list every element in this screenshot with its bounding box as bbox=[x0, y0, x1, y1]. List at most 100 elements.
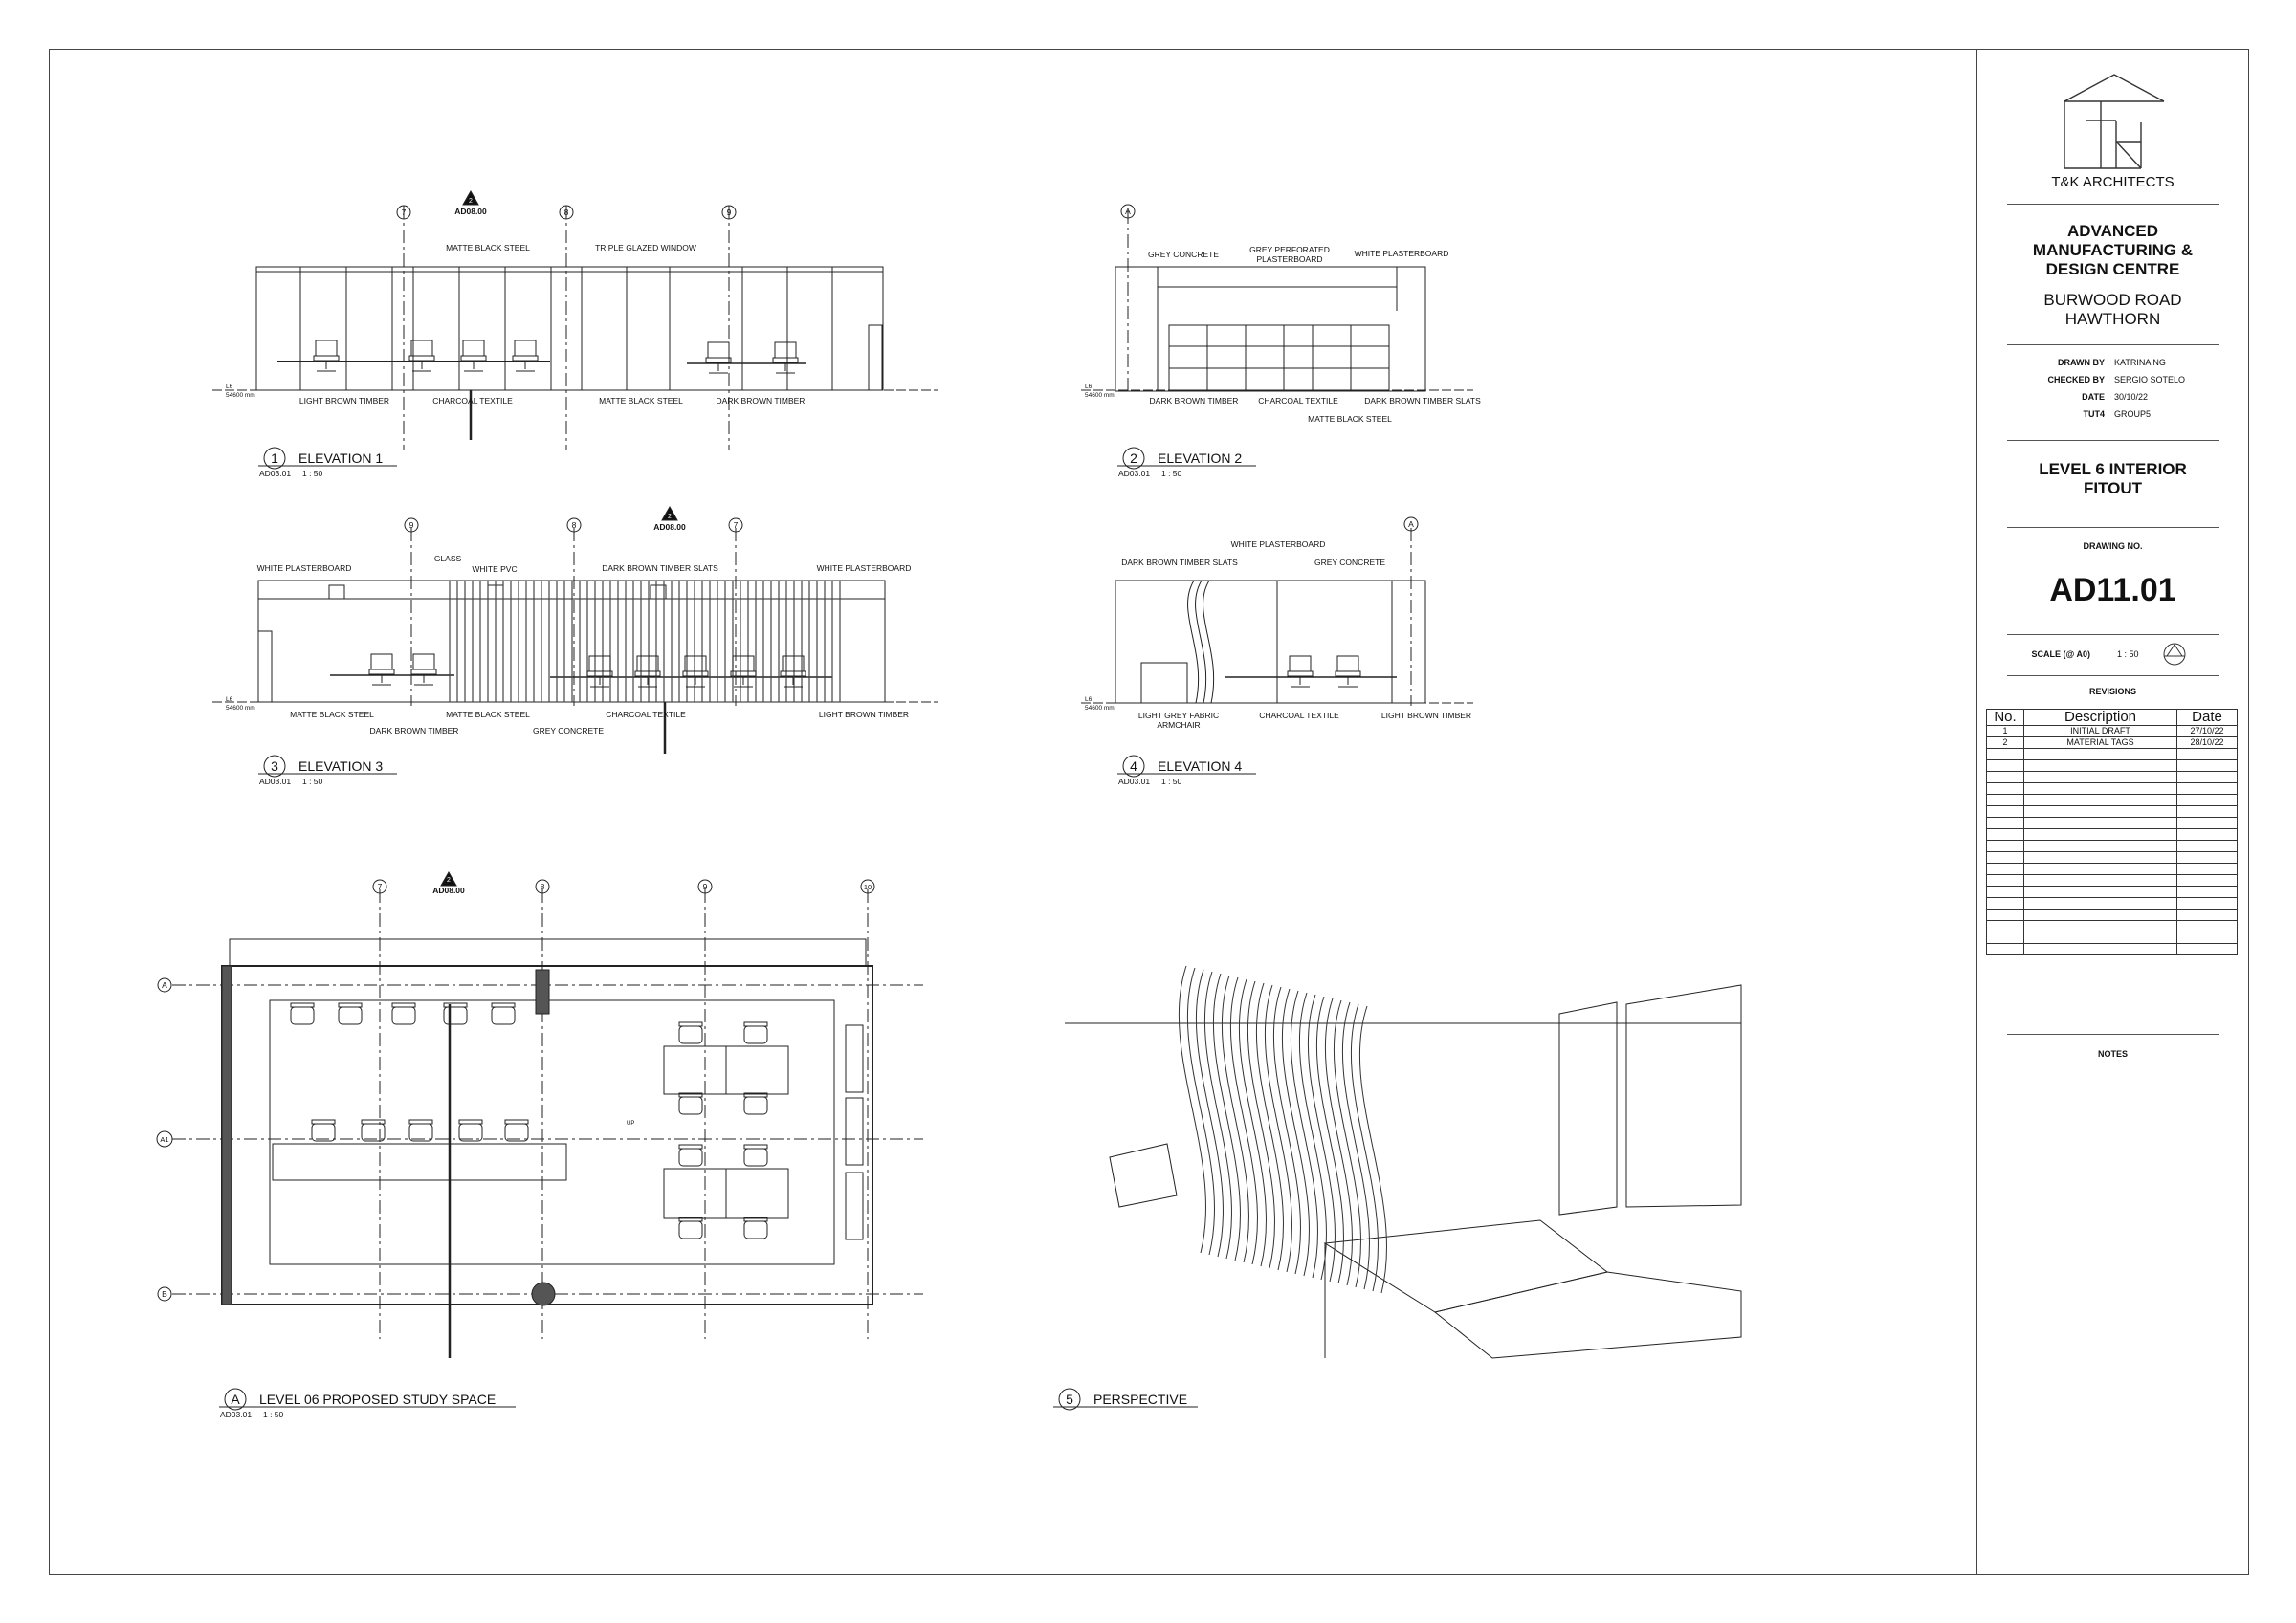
svg-text:GREY PERFORATED: GREY PERFORATED bbox=[1249, 245, 1330, 254]
curved-slat bbox=[1196, 969, 1225, 1258]
svg-text:PLASTERBOARD: PLASTERBOARD bbox=[1257, 254, 1323, 264]
svg-text:AD03.01: AD03.01 bbox=[259, 469, 291, 478]
table-row-empty bbox=[1986, 782, 2238, 795]
table-row-empty bbox=[1986, 874, 2238, 887]
table-row-empty bbox=[1986, 840, 2238, 852]
svg-text:WHITE PLASTERBOARD: WHITE PLASTERBOARD bbox=[817, 563, 912, 573]
checked-by-label: CHECKED BY bbox=[2047, 375, 2105, 384]
svg-text:54600 mm: 54600 mm bbox=[226, 392, 255, 399]
elev3-section-callout: AD08.00 bbox=[653, 522, 686, 532]
svg-text:DARK BROWN TIMBER SLATS: DARK BROWN TIMBER SLATS bbox=[1364, 396, 1481, 406]
table-row-empty bbox=[1986, 920, 2238, 932]
firm-name: T&K ARCHITECTS bbox=[2051, 174, 2175, 190]
svg-text:DARK BROWN TIMBER SLATS: DARK BROWN TIMBER SLATS bbox=[1121, 558, 1238, 567]
elev1-section-callout: AD08.00 bbox=[454, 207, 487, 216]
svg-text:9: 9 bbox=[409, 520, 414, 530]
table-row-empty bbox=[1986, 828, 2238, 841]
revisions-table: No. Description Date 1 INITIAL DRAFT 27/… bbox=[1986, 709, 2238, 955]
curved-slat bbox=[1316, 996, 1345, 1284]
svg-text:MATTE BLACK STEEL: MATTE BLACK STEEL bbox=[599, 396, 683, 406]
notes-label: NOTES bbox=[2097, 1049, 2128, 1059]
svg-text:LIGHT BROWN TIMBER: LIGHT BROWN TIMBER bbox=[1381, 711, 1471, 720]
svg-text:10: 10 bbox=[864, 883, 872, 891]
svg-text:A: A bbox=[162, 980, 167, 990]
table-row-empty bbox=[1986, 932, 2238, 944]
curved-slat bbox=[1359, 1005, 1388, 1294]
title-block bbox=[1976, 49, 2249, 1575]
drawing-sheet-border bbox=[49, 49, 2249, 1575]
curved-slat bbox=[1308, 994, 1336, 1283]
table-row-empty bbox=[1986, 943, 2238, 955]
drawn-by-value: KATRINA NG bbox=[2114, 358, 2166, 367]
elev4-view-title: ELEVATION 4 bbox=[1158, 758, 1242, 774]
svg-text:DARK BROWN TIMBER SLATS: DARK BROWN TIMBER SLATS bbox=[602, 563, 718, 573]
curved-slat bbox=[1256, 982, 1285, 1271]
floor-plan bbox=[156, 870, 923, 1358]
svg-text:1 : 50: 1 : 50 bbox=[263, 1410, 284, 1419]
table-row-empty bbox=[1986, 794, 2238, 806]
svg-text:GLASS: GLASS bbox=[434, 554, 462, 563]
table-row-empty bbox=[1986, 748, 2238, 760]
curved-slat bbox=[1342, 1001, 1371, 1290]
plan-section-callout: AD08.00 bbox=[432, 886, 465, 895]
svg-text:ARMCHAIR: ARMCHAIR bbox=[1157, 720, 1200, 730]
curved-slat bbox=[1187, 967, 1216, 1256]
rev-col-description: Description bbox=[2023, 709, 2177, 726]
svg-text:GREY CONCRETE: GREY CONCRETE bbox=[1148, 250, 1219, 259]
perspective-sketch bbox=[1065, 984, 1742, 1359]
persp-view-title: PERSPECTIVE bbox=[1093, 1392, 1187, 1407]
curved-slat bbox=[1179, 965, 1207, 1254]
svg-text:GREY CONCRETE: GREY CONCRETE bbox=[1314, 558, 1385, 567]
elevation-4 bbox=[1081, 516, 1473, 706]
date-value: 30/10/22 bbox=[2114, 392, 2149, 402]
curved-slat bbox=[1239, 978, 1268, 1267]
curved-slat bbox=[1213, 973, 1242, 1261]
svg-text:LIGHT BROWN TIMBER: LIGHT BROWN TIMBER bbox=[299, 396, 389, 406]
table-row-empty bbox=[1986, 817, 2238, 829]
svg-text:2: 2 bbox=[469, 198, 473, 205]
svg-text:MATTE BLACK STEEL: MATTE BLACK STEEL bbox=[446, 710, 530, 719]
svg-text:AD03.01: AD03.01 bbox=[259, 777, 291, 786]
curved-slat bbox=[1222, 975, 1250, 1263]
svg-text:54600 mm: 54600 mm bbox=[226, 705, 255, 712]
svg-text:CHARCOAL TEXTILE: CHARCOAL TEXTILE bbox=[1259, 711, 1339, 720]
svg-text:WHITE PLASTERBOARD: WHITE PLASTERBOARD bbox=[1231, 539, 1326, 549]
north-arrow-icon bbox=[2163, 643, 2186, 666]
persp-view-number: 5 bbox=[1066, 1392, 1073, 1407]
svg-text:9: 9 bbox=[703, 882, 708, 891]
curved-slat bbox=[1325, 998, 1354, 1286]
curved-slat bbox=[1204, 971, 1233, 1260]
svg-text:1 : 50: 1 : 50 bbox=[302, 777, 323, 786]
svg-text:8: 8 bbox=[541, 882, 545, 891]
svg-text:AD03.01: AD03.01 bbox=[1118, 469, 1150, 478]
svg-text:DARK BROWN TIMBER: DARK BROWN TIMBER bbox=[1150, 396, 1239, 406]
scale-label: SCALE (@ A0) bbox=[2031, 649, 2090, 659]
svg-text:L6: L6 bbox=[226, 696, 233, 703]
table-row-empty bbox=[1986, 771, 2238, 783]
svg-text:A1: A1 bbox=[160, 1135, 168, 1144]
svg-text:A: A bbox=[1408, 519, 1414, 529]
svg-text:CHARCOAL TEXTILE: CHARCOAL TEXTILE bbox=[1258, 396, 1338, 406]
svg-text:DARK BROWN TIMBER: DARK BROWN TIMBER bbox=[370, 726, 459, 735]
svg-text:2: 2 bbox=[447, 877, 451, 884]
svg-text:1 : 50: 1 : 50 bbox=[302, 469, 323, 478]
svg-text:L6: L6 bbox=[1085, 384, 1093, 390]
svg-text:MATTE BLACK STEEL: MATTE BLACK STEEL bbox=[1308, 414, 1392, 424]
elev4-view-number: 4 bbox=[1130, 758, 1137, 774]
table-row-empty bbox=[1986, 805, 2238, 818]
svg-text:7: 7 bbox=[734, 520, 739, 530]
svg-text:CHARCOAL TEXTILE: CHARCOAL TEXTILE bbox=[432, 396, 513, 406]
curved-slat bbox=[1265, 984, 1293, 1273]
elev1-grid-9: 9 bbox=[727, 208, 732, 217]
svg-text:1 : 50: 1 : 50 bbox=[1161, 469, 1182, 478]
svg-text:B: B bbox=[162, 1289, 167, 1299]
plan-stair-tag: UP bbox=[627, 1121, 634, 1127]
svg-text:MATTE BLACK STEEL: MATTE BLACK STEEL bbox=[290, 710, 374, 719]
table-row-empty bbox=[1986, 886, 2238, 898]
tut-value: GROUP5 bbox=[2114, 409, 2152, 419]
elev1-view-title: ELEVATION 1 bbox=[298, 450, 383, 466]
elevation-1 bbox=[212, 189, 938, 450]
rev-col-date: Date bbox=[2176, 709, 2238, 726]
elevation-4-chairs bbox=[1287, 655, 1361, 688]
